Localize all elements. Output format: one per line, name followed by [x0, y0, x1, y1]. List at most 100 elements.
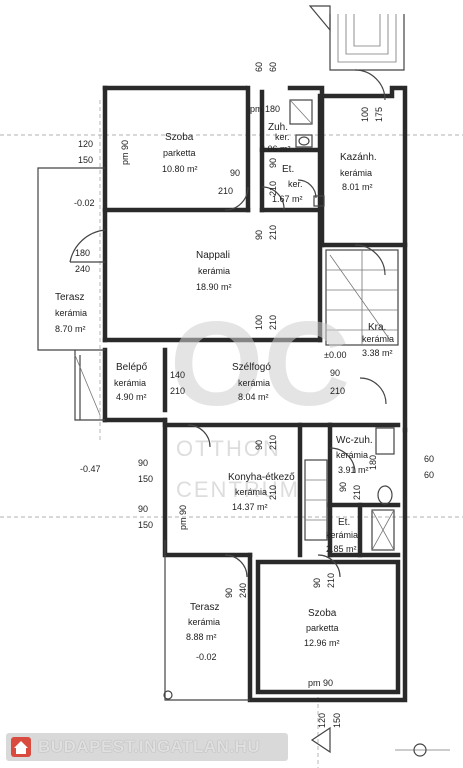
- svg-text:12.96 m²: 12.96 m²: [304, 638, 340, 648]
- svg-text:kerámia: kerámia: [198, 266, 230, 276]
- watermark: OC OTTHON CENTRUM: [170, 297, 350, 502]
- room-label-kazanh: Kazánh. kerámia 8.01 m²: [340, 152, 377, 192]
- svg-text:pm 180: pm 180: [250, 104, 280, 114]
- svg-text:210: 210: [218, 186, 233, 196]
- svg-text:Konyha-étkező: Konyha-étkező: [228, 472, 295, 483]
- svg-text:210: 210: [352, 485, 362, 500]
- svg-text:90: 90: [138, 504, 148, 514]
- svg-text:150: 150: [78, 155, 93, 165]
- section-markers: [308, 5, 331, 754]
- svg-text:ker.: ker.: [275, 132, 290, 142]
- room-label-zuh: Zuh. ker. 3.06 m²: [260, 122, 291, 154]
- svg-text:4.90 m²: 4.90 m²: [116, 392, 147, 402]
- svg-text:OTTHON: OTTHON: [176, 436, 281, 461]
- svg-text:Zuh.: Zuh.: [268, 122, 288, 133]
- room-label-terasz2: Terasz kerámia 8.88 m²: [186, 602, 220, 642]
- svg-text:150: 150: [138, 520, 153, 530]
- svg-text:90: 90: [138, 458, 148, 468]
- svg-text:pm 90: pm 90: [178, 505, 188, 530]
- svg-text:ker.: ker.: [288, 179, 303, 189]
- house-logo-icon: [11, 737, 31, 757]
- svg-text:kerámia: kerámia: [340, 168, 372, 178]
- room-label-terasz1: Terasz kerámia 8.70 m²: [55, 292, 87, 334]
- svg-text:14.37 m²: 14.37 m²: [232, 502, 268, 512]
- svg-text:90: 90: [268, 158, 278, 168]
- svg-text:175: 175: [374, 107, 384, 122]
- svg-text:kerámia: kerámia: [114, 378, 146, 388]
- interior-walls: [102, 85, 408, 558]
- room-label-szelfogo: Szélfogó kerámia 8.04 m²: [232, 362, 271, 402]
- svg-text:210: 210: [268, 435, 278, 450]
- terrace-left: [37, 167, 106, 421]
- svg-text:10.80 m²: 10.80 m²: [162, 164, 198, 174]
- room-label-belepo: Belépő kerámia 4.90 m²: [114, 362, 148, 402]
- svg-text:60: 60: [268, 62, 278, 72]
- svg-text:1.67 m²: 1.67 m²: [272, 194, 303, 204]
- svg-text:3.38 m²: 3.38 m²: [362, 348, 393, 358]
- svg-text:240: 240: [238, 583, 248, 598]
- svg-text:120: 120: [317, 713, 327, 728]
- door-swings: [187, 69, 387, 578]
- svg-text:8.01 m²: 8.01 m²: [342, 182, 373, 192]
- svg-text:150: 150: [332, 713, 342, 728]
- svg-text:180: 180: [368, 455, 378, 470]
- svg-text:90: 90: [330, 368, 340, 378]
- svg-text:Terasz: Terasz: [55, 292, 84, 303]
- room-label-konyha: Konyha-étkező kerámia 14.37 m²: [228, 472, 295, 512]
- svg-text:Terasz: Terasz: [190, 602, 219, 613]
- north-arrow-icon: [395, 743, 450, 757]
- svg-text:kerámia: kerámia: [235, 487, 267, 497]
- svg-text:120: 120: [78, 139, 93, 149]
- svg-text:18.90 m²: 18.90 m²: [196, 282, 232, 292]
- svg-text:kerámia: kerámia: [188, 617, 220, 627]
- site-footer-banner: BUDAPEST.INGATLAN.HU: [6, 733, 288, 761]
- svg-text:210: 210: [268, 181, 278, 196]
- svg-text:60: 60: [424, 470, 434, 480]
- svg-text:Belépő: Belépő: [116, 362, 148, 373]
- room-label-szoba2: Szoba parketta 12.96 m²: [304, 608, 340, 648]
- svg-text:180: 180: [75, 248, 90, 258]
- svg-text:parketta: parketta: [306, 623, 339, 633]
- svg-text:90: 90: [254, 440, 264, 450]
- svg-text:90: 90: [230, 168, 240, 178]
- room-label-kra: Kra. kerámia 3.38 m²: [362, 322, 394, 358]
- terrace-bottom: [163, 540, 250, 701]
- svg-text:Et.: Et.: [338, 517, 350, 528]
- staircase: [325, 249, 399, 346]
- svg-text:90: 90: [224, 588, 234, 598]
- svg-text:100: 100: [254, 315, 264, 330]
- svg-text:kerámia: kerámia: [55, 308, 87, 318]
- svg-text:Nappali: Nappali: [196, 250, 230, 261]
- svg-text:-0.02: -0.02: [74, 198, 95, 208]
- footer-site-name: BUDAPEST.INGATLAN.HU: [38, 737, 261, 756]
- svg-text:90: 90: [254, 230, 264, 240]
- svg-text:3.91 m²: 3.91 m²: [338, 465, 369, 475]
- svg-text:-0.47: -0.47: [80, 464, 101, 474]
- svg-text:±0.00: ±0.00: [324, 350, 346, 360]
- svg-text:kerámia: kerámia: [326, 530, 358, 540]
- svg-text:parketta: parketta: [163, 148, 196, 158]
- svg-text:8.70 m²: 8.70 m²: [55, 324, 86, 334]
- svg-text:140: 140: [170, 370, 185, 380]
- svg-text:210: 210: [170, 386, 185, 396]
- svg-text:OC: OC: [170, 297, 350, 431]
- svg-text:pm 90: pm 90: [120, 140, 130, 165]
- svg-text:Kra.: Kra.: [368, 322, 386, 333]
- svg-text:90: 90: [312, 578, 322, 588]
- svg-text:3.06 m²: 3.06 m²: [260, 144, 291, 154]
- svg-text:kerámia: kerámia: [238, 378, 270, 388]
- fixtures: [289, 99, 395, 551]
- svg-text:240: 240: [75, 264, 90, 274]
- room-label-et2: Et. kerámia 2.85 m²: [326, 517, 358, 554]
- svg-text:210: 210: [268, 485, 278, 500]
- svg-text:2.85 m²: 2.85 m²: [326, 544, 357, 554]
- svg-text:Szoba: Szoba: [308, 608, 337, 619]
- svg-text:60: 60: [254, 62, 264, 72]
- svg-text:150: 150: [138, 474, 153, 484]
- svg-text:8.04 m²: 8.04 m²: [238, 392, 269, 402]
- svg-text:100: 100: [360, 107, 370, 122]
- svg-text:60: 60: [424, 454, 434, 464]
- svg-text:210: 210: [330, 386, 345, 396]
- room-label-nappali: Nappali kerámia 18.90 m²: [196, 250, 232, 292]
